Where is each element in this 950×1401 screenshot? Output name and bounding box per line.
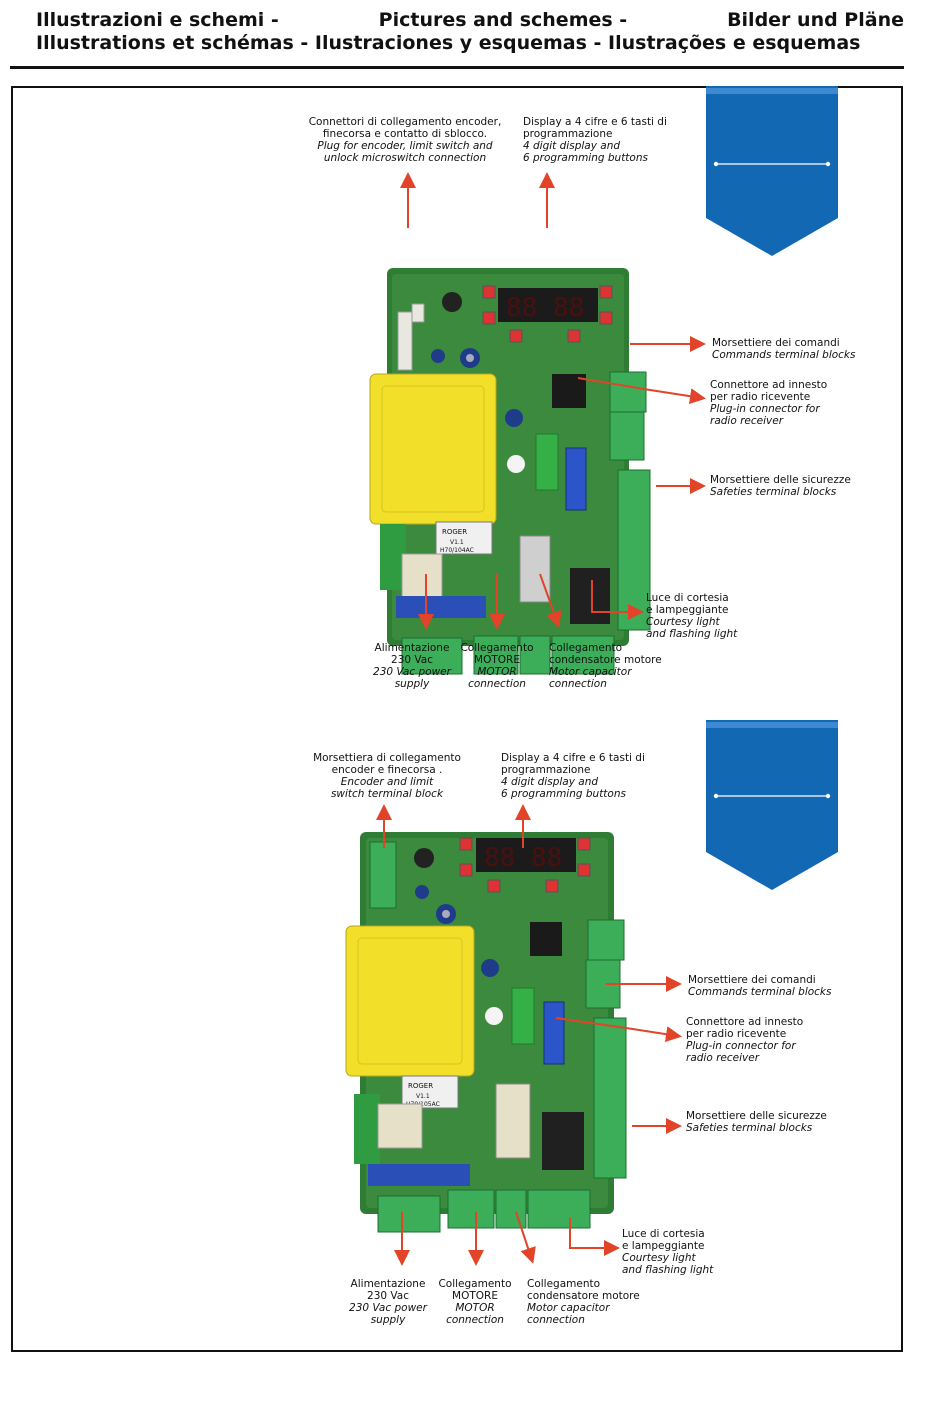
callout-commands: Morsettiere dei comandi Commands termina… xyxy=(688,974,832,998)
section-banner xyxy=(706,720,838,892)
content-frame xyxy=(11,86,903,1352)
board-section-1: 88 88 ROGER V1.1 H70/104AC xyxy=(0,86,950,706)
callout-connectors: Morsettiera di collegamento encoder e fi… xyxy=(313,752,461,800)
svg-text:V1.1: V1.1 xyxy=(450,539,464,546)
page-header-line-1: Illustrazioni e schemi - Pictures and sc… xyxy=(36,9,904,31)
callout-courtesy-light: Luce di cortesia e lampeggiante Courtesy… xyxy=(622,1228,714,1276)
header-english: Pictures and schemes - xyxy=(378,9,628,31)
callout-capacitor: Collegamento condensatore motore Motor c… xyxy=(549,642,662,690)
svg-text:ROGER: ROGER xyxy=(408,1082,433,1090)
callout-radio: Connettore ad innesto per radio ricevent… xyxy=(686,1016,804,1064)
callout-safeties: Morsettiere delle sicurezze Safeties ter… xyxy=(710,474,851,498)
callout-connectors: Connettori di collegamento encoder, fine… xyxy=(308,116,502,164)
header-italian: Illustrazioni e schemi - xyxy=(36,9,279,31)
callout-commands: Morsettiere dei comandi Commands termina… xyxy=(712,337,856,361)
svg-text:ROGER: ROGER xyxy=(442,528,467,536)
callout-capacitor: Collegamento condensatore motore Motor c… xyxy=(527,1278,640,1326)
callout-safeties: Morsettiere delle sicurezze Safeties ter… xyxy=(686,1110,827,1134)
callout-motor: Collegamento MOTORE MOTOR connection xyxy=(438,1278,512,1326)
callout-motor: Collegamento MOTORE MOTOR connection xyxy=(460,642,534,690)
svg-text:88 88: 88 88 xyxy=(484,843,562,873)
svg-text:H70/105AC: H70/105AC xyxy=(406,1101,440,1108)
callout-display: Display a 4 cifre e 6 tasti di programma… xyxy=(501,752,645,800)
section-banner xyxy=(706,86,838,258)
header-german: Bilder und Pläne xyxy=(727,9,904,31)
callout-display: Display a 4 cifre e 6 tasti di programma… xyxy=(523,116,667,164)
callout-courtesy-light: Luce di cortesia e lampeggiante Courtesy… xyxy=(646,592,738,640)
callout-power-supply: Alimentazione 230 Vac 230 Vac power supp… xyxy=(373,642,451,690)
header-divider xyxy=(10,66,904,69)
control-board-photo: 88 88 ROGER V1.1 H70/105AC xyxy=(345,832,627,1233)
svg-text:88 88: 88 88 xyxy=(506,293,584,323)
board-section-2: 88 88 ROGER V1.1 H70/105AC Morsettiera d… xyxy=(0,720,950,1340)
control-board-photo: 88 88 ROGER V1.1 H70/104AC xyxy=(369,268,651,675)
callout-power-supply: Alimentazione 230 Vac 230 Vac power supp… xyxy=(349,1278,427,1326)
svg-text:H70/104AC: H70/104AC xyxy=(440,547,474,554)
svg-text:V1.1: V1.1 xyxy=(416,1093,430,1100)
callout-radio: Connettore ad innesto per radio ricevent… xyxy=(710,379,828,427)
page-header-line-2: Illustrations et schémas - Ilustraciones… xyxy=(36,32,861,54)
